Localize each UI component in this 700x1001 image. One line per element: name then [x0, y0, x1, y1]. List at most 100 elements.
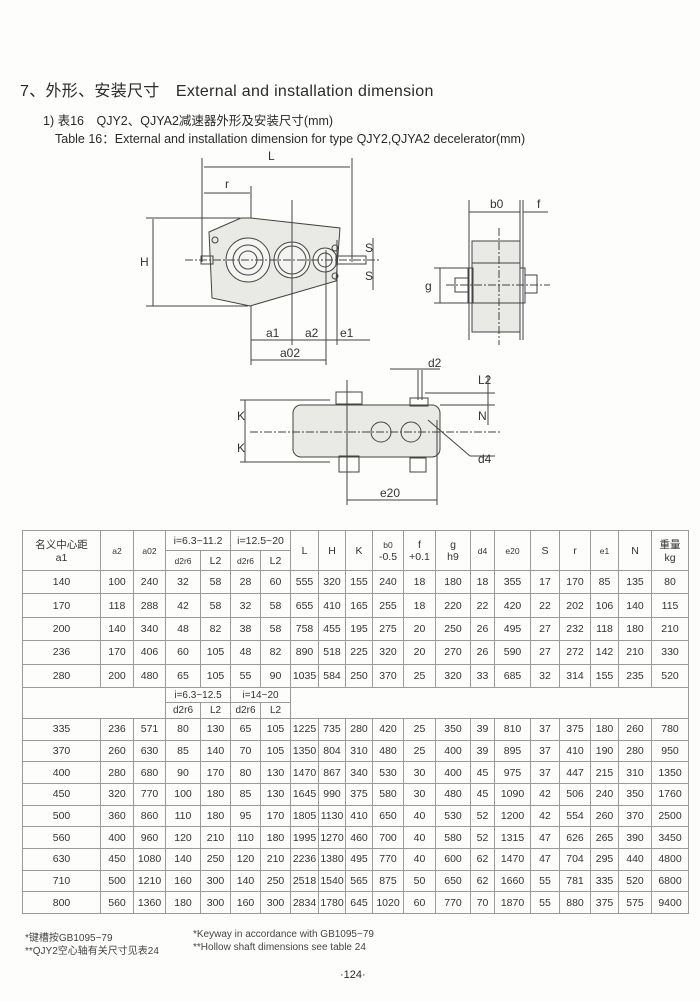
table-cell: 400	[100, 826, 134, 850]
label-r: r	[225, 177, 229, 191]
table-cell: 236	[100, 717, 134, 741]
table-cell: 1350	[651, 761, 690, 785]
table-cell: 270	[435, 640, 472, 665]
table-cell: 520	[651, 663, 690, 688]
table-cell: 735	[318, 717, 347, 741]
table-cell: 455	[318, 616, 347, 642]
table-cell: 875	[372, 869, 405, 893]
table-cell: 584	[318, 663, 347, 688]
table-cell: 60	[403, 891, 437, 915]
table-cell: 450	[100, 848, 134, 871]
table-cell: 410	[559, 739, 592, 763]
table-cell: 40	[403, 826, 437, 850]
table-cell: 355	[494, 569, 532, 595]
label-b0: b0	[490, 197, 504, 211]
table-cell: 370	[372, 663, 405, 688]
table-cell: 39	[470, 739, 496, 763]
table-cell: 480	[372, 739, 405, 763]
table-cell: 52	[470, 804, 496, 828]
table-cell: 110	[165, 804, 201, 828]
table-cell: 350	[618, 783, 653, 806]
table-cell: 70	[230, 739, 262, 763]
table-cell: 340	[133, 616, 166, 642]
table-cell: 58	[260, 616, 292, 642]
label-f: f	[537, 197, 541, 211]
table-cell: 32	[530, 663, 561, 688]
table-cell: 1540	[318, 869, 347, 893]
table-cell: 250	[435, 616, 472, 642]
table-cell: 2236	[290, 848, 320, 871]
subheader-ratio-2: i=14~20	[230, 686, 292, 704]
table-cell: 506	[559, 783, 592, 806]
table-cell: 320	[100, 783, 134, 806]
table-cell: 58	[199, 593, 232, 618]
table-cell: 950	[651, 739, 690, 763]
table-cell: 990	[318, 783, 347, 806]
label-K-top: K	[237, 409, 245, 423]
table-cell: 105	[260, 717, 292, 741]
table-cell: 288	[133, 593, 166, 618]
table-cell: 710	[22, 869, 101, 893]
label-a2: a2	[305, 326, 319, 340]
top-view-drawing	[240, 368, 500, 505]
table-cell: 80	[165, 717, 201, 741]
table-cell: 42	[530, 804, 561, 828]
table-cell: 280	[618, 739, 653, 763]
table-cell: 210	[199, 826, 232, 850]
table-cell: 295	[590, 848, 620, 871]
label-e1: e1	[340, 326, 354, 340]
table-cell: 210	[618, 640, 653, 665]
table-cell: 1090	[494, 783, 532, 806]
table-cell: 560	[100, 891, 134, 915]
table-cell: 80	[230, 761, 262, 785]
table-cell: 170	[559, 569, 592, 595]
table-cell: 32	[165, 569, 201, 595]
table-cell: 60	[165, 640, 201, 665]
table-cell: 400	[435, 739, 472, 763]
table-cell: 518	[318, 640, 347, 665]
table-cell: 420	[494, 593, 532, 618]
table-cell: 335	[22, 717, 101, 741]
table-cell: 480	[435, 783, 472, 806]
table-cell: 210	[651, 616, 690, 642]
table-cell: 280	[100, 761, 134, 785]
table-cell: 50	[403, 869, 437, 893]
header-K: K	[345, 530, 374, 571]
table-cell: 85	[590, 569, 620, 595]
table-cell: 250	[260, 869, 292, 893]
table-cell: 235	[618, 663, 653, 688]
label-H: H	[140, 255, 149, 269]
table-cell: 20	[403, 640, 437, 665]
table-cell: 22	[530, 593, 561, 618]
table-cell: 58	[199, 569, 232, 595]
table-cell: 70	[470, 891, 496, 915]
label-a02: a02	[280, 346, 300, 360]
table-cell: 520	[618, 869, 653, 893]
table-cell: 105	[260, 739, 292, 763]
table-cell: 704	[559, 848, 592, 871]
table-cell: 250	[199, 848, 232, 871]
table-cell: 375	[590, 891, 620, 915]
table-cell: 280	[22, 663, 101, 688]
table-cell: 26	[470, 640, 496, 665]
table-cell: 375	[559, 717, 592, 741]
table-cell: 1470	[494, 848, 532, 871]
table-cell: 42	[530, 783, 561, 806]
table-cell: 202	[559, 593, 592, 618]
header-ratio-2: i=12.5~20	[230, 530, 292, 551]
table-cell: 140	[199, 739, 232, 763]
table-cell: 40	[403, 848, 437, 871]
table-cell: 105	[199, 640, 232, 665]
table-cell: 781	[559, 869, 592, 893]
subheader-blank-right	[290, 686, 690, 719]
table-cell: 52	[470, 826, 496, 850]
table-cell: 810	[494, 717, 532, 741]
table-cell: 960	[133, 826, 166, 850]
table-cell: 410	[345, 804, 374, 828]
table-cell: 770	[435, 891, 472, 915]
